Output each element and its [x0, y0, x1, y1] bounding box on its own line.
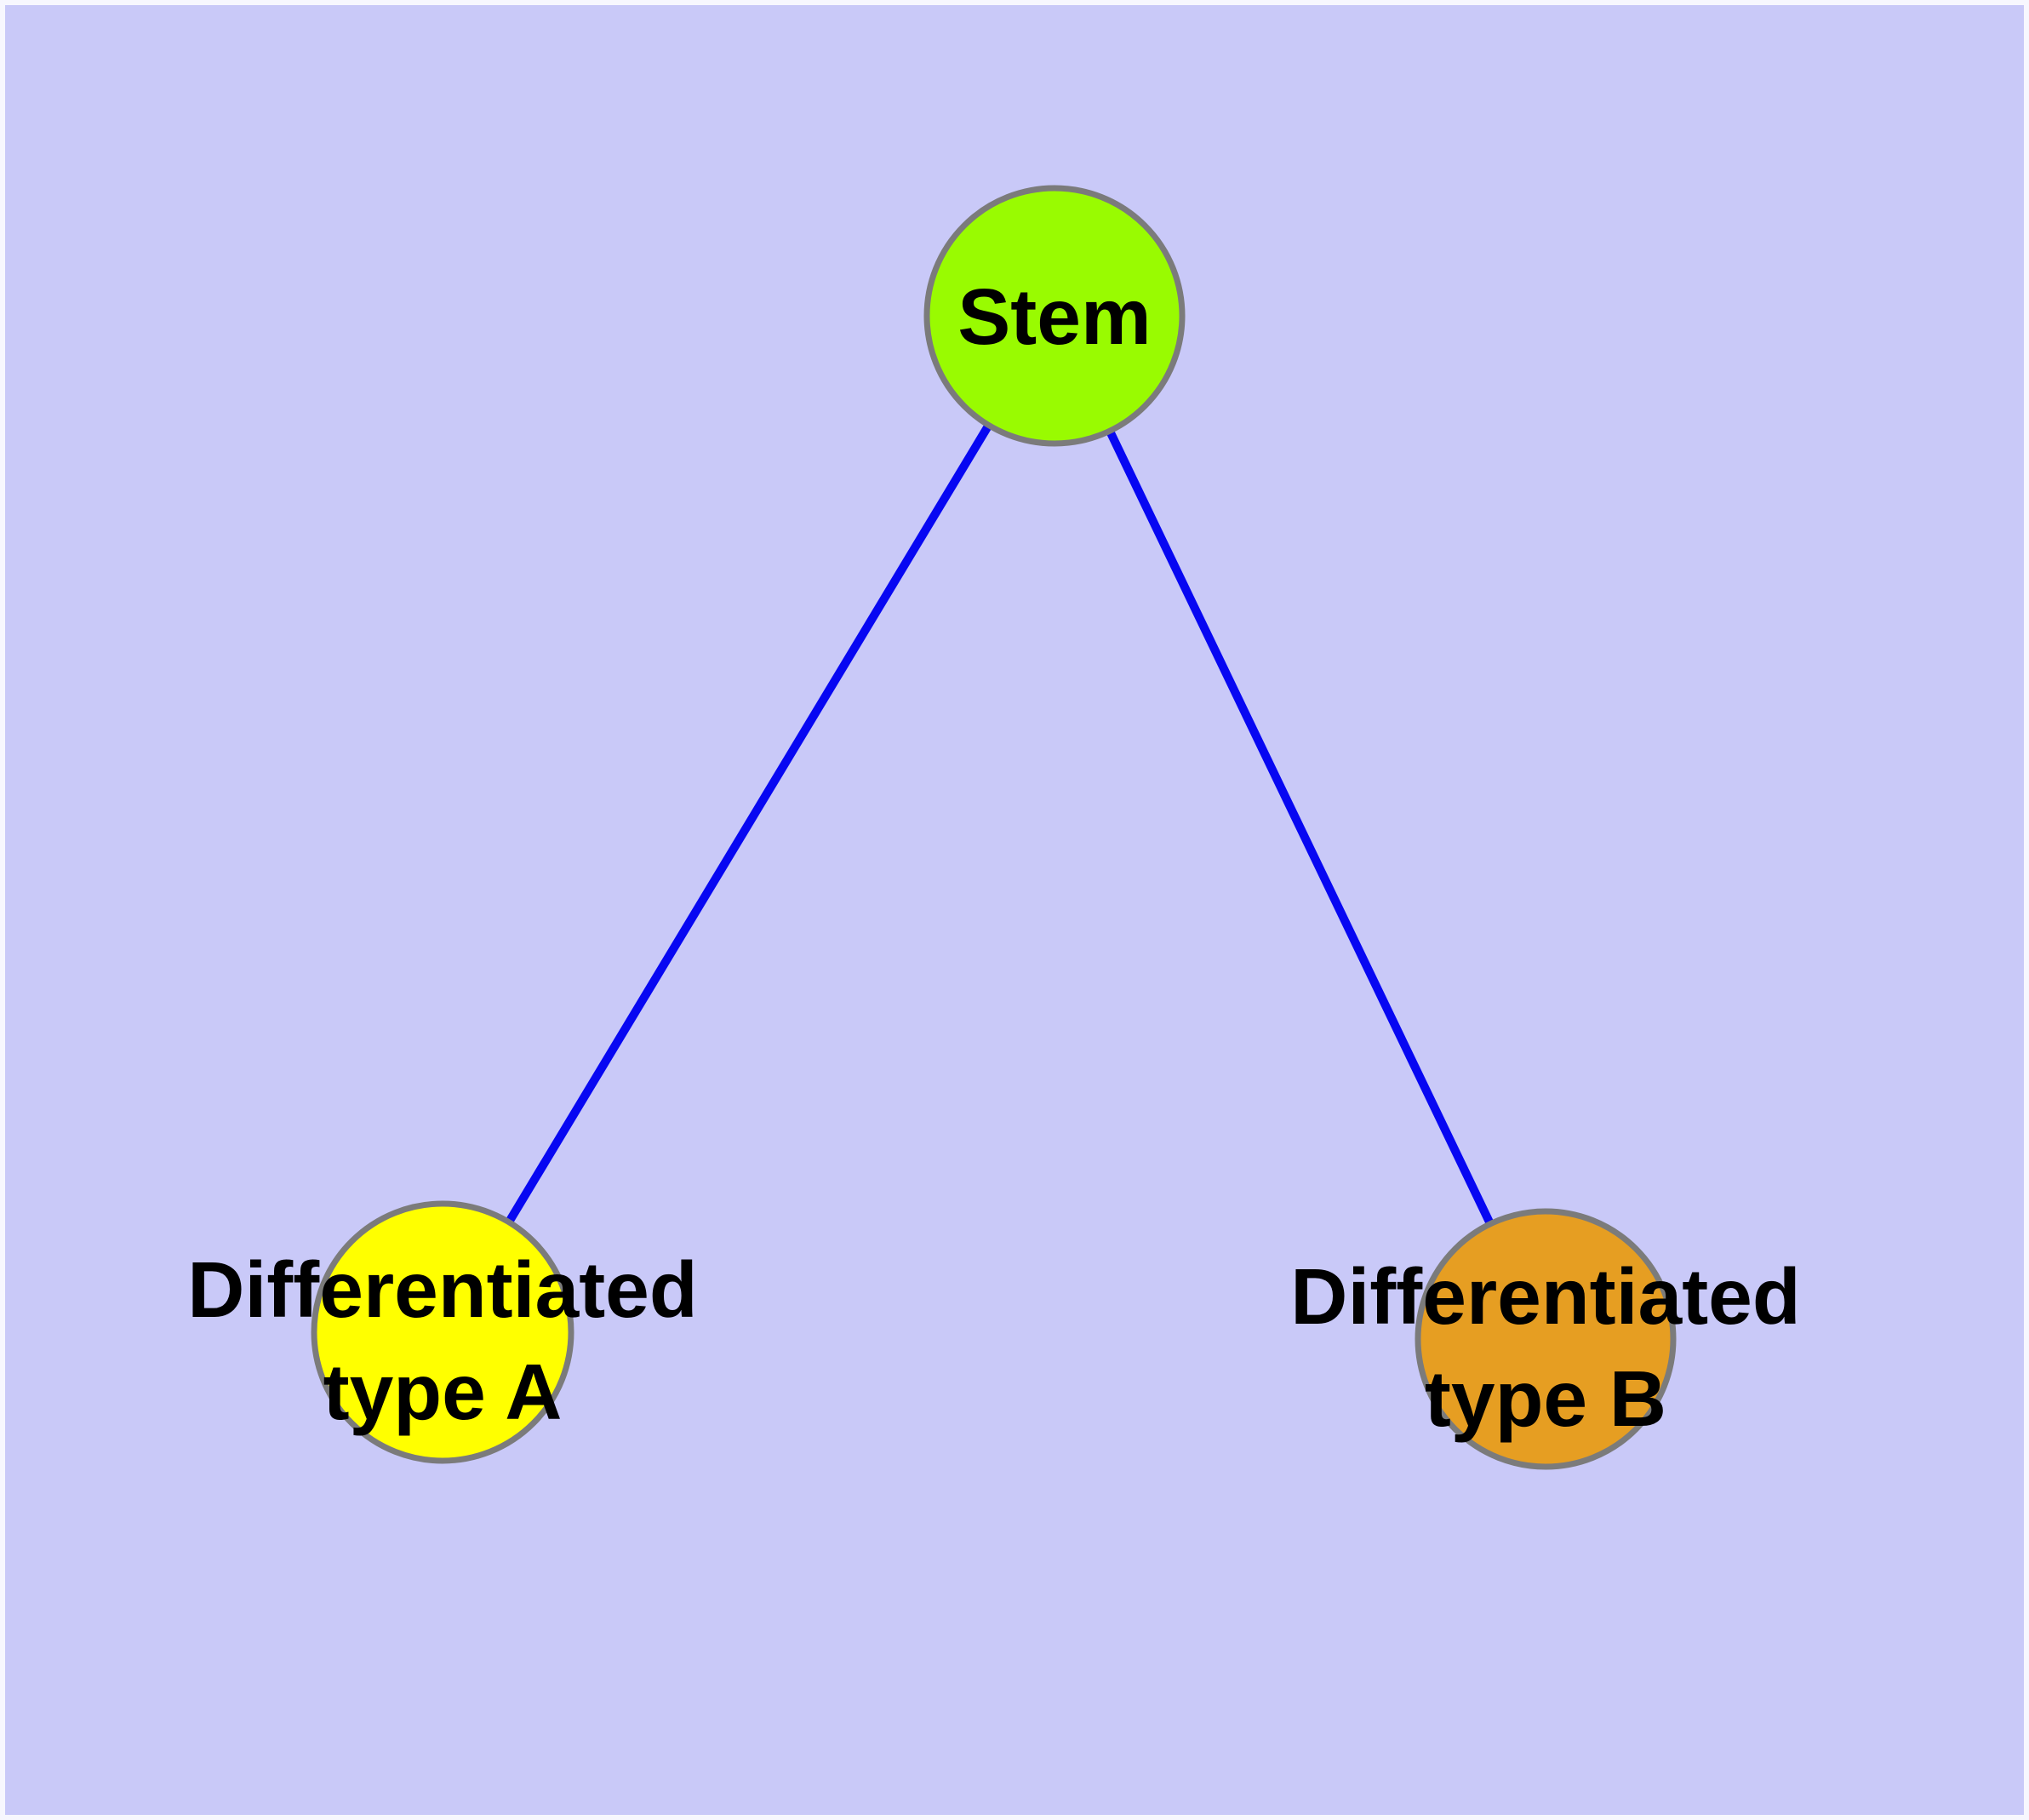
- edge-stem-to-type-b: [1050, 313, 1550, 1342]
- edge-stem-to-type-a: [438, 313, 1059, 1335]
- node-stem: [923, 185, 1186, 447]
- node-type-b-label-line1: Differentiated: [1290, 1252, 1800, 1341]
- node-type-a-label-line1: Differentiated: [187, 1245, 697, 1334]
- node-type-a-label-line2: type A: [323, 1348, 563, 1436]
- node-differentiated-type-b: [1415, 1208, 1677, 1470]
- node-type-b-label-line2: type B: [1425, 1354, 1666, 1443]
- node-stem-label: Stem: [957, 272, 1151, 361]
- node-differentiated-type-a: [311, 1200, 574, 1464]
